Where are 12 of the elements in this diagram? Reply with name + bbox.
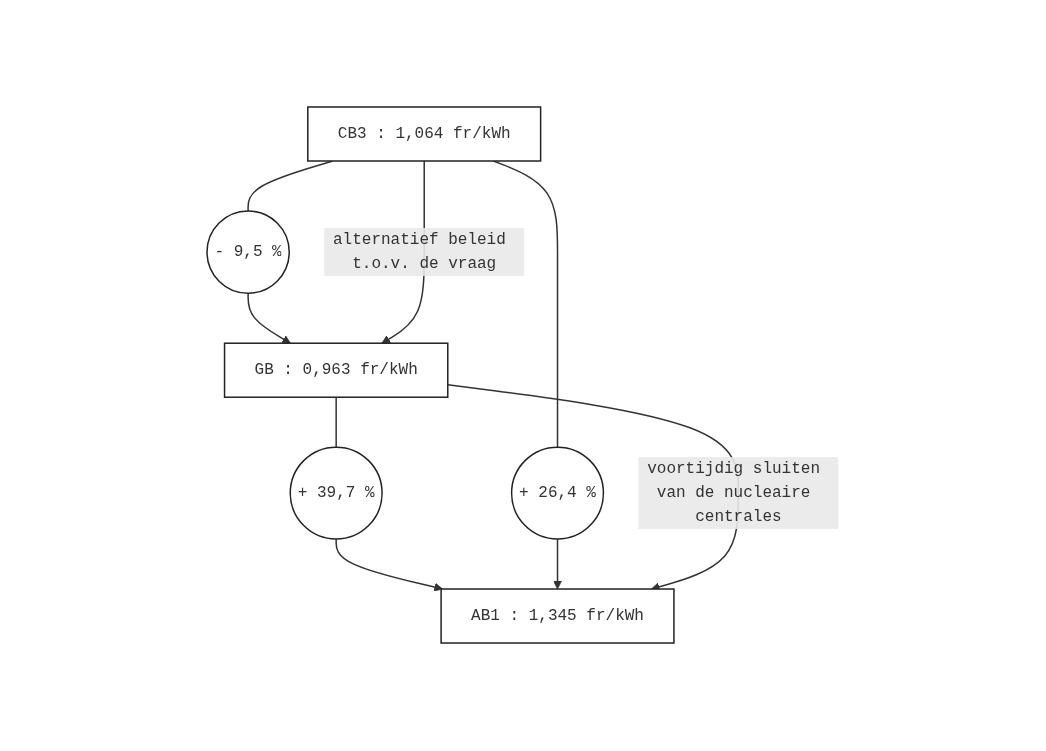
node-circle: + 39,7 %: [289, 446, 384, 541]
node-circle: - 9,5 %: [206, 210, 291, 295]
arrow: [335, 538, 444, 592]
arrow: [553, 538, 563, 590]
node-circle: + 26,4 %: [511, 446, 605, 541]
edge-label: alternatief beleid t.o.v. de vraag: [333, 231, 507, 274]
node-box: AB1 : 1,345 fr/kWh: [440, 588, 675, 645]
arrow: [247, 292, 292, 345]
node-box: CB3 : 1,064 fr/kWh: [307, 106, 542, 163]
node-box: GB : 0,963 fr/kWh: [224, 342, 449, 399]
connector: [335, 396, 338, 449]
edge-label: voortijdig sluiten van de nucleaire centrales: [647, 460, 821, 527]
